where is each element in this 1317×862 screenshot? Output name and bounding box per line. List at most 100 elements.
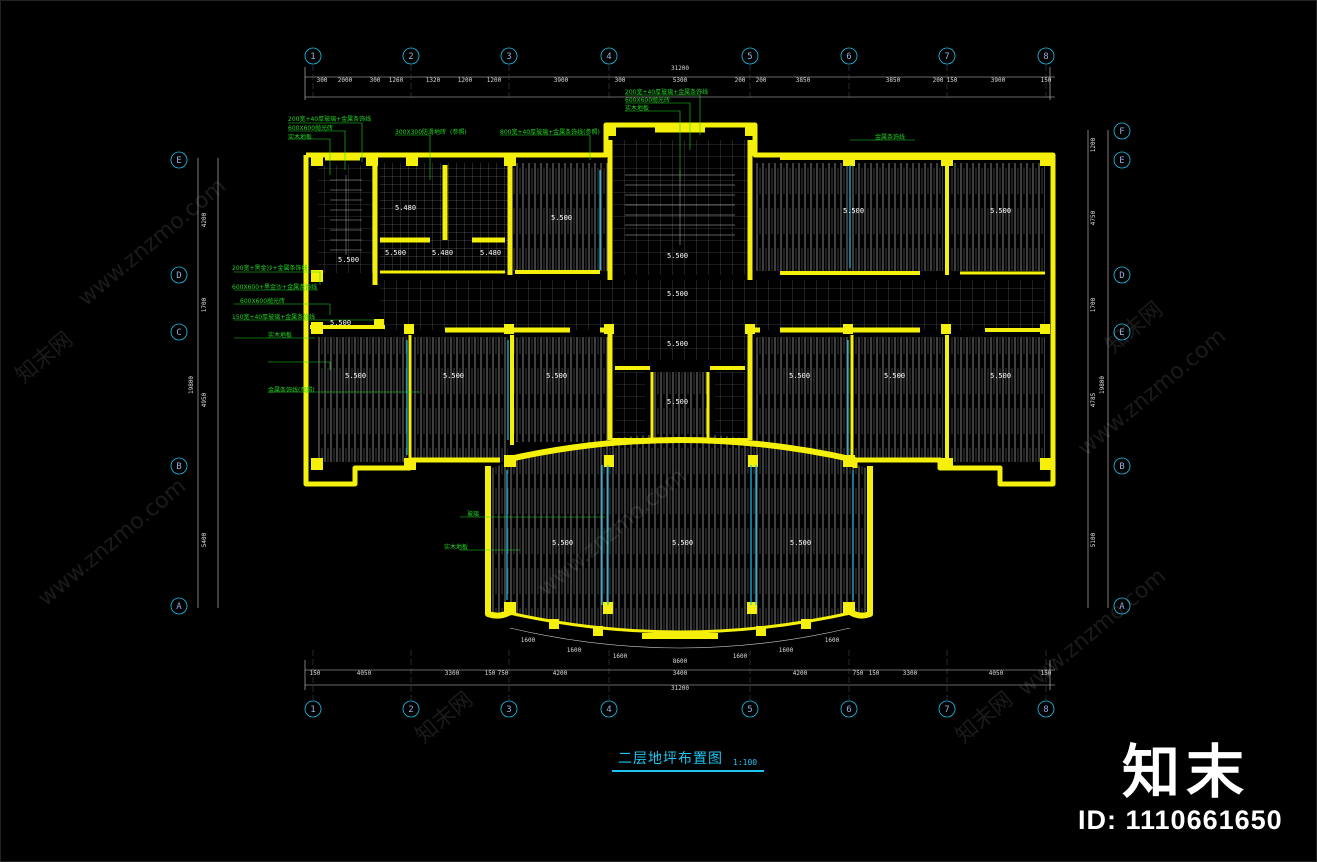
dim: 1600 (521, 637, 536, 644)
grid-label: D (1119, 271, 1124, 281)
top-dimension-lines (304, 67, 1055, 100)
dimension-texts-right: 1200 4750 1700 4785 5100 19800 (1090, 137, 1106, 547)
corridor (380, 280, 1045, 330)
grid-label: C (176, 328, 181, 338)
room-bottom-5 (755, 337, 850, 462)
elevation: 5.500 (345, 372, 366, 380)
dim: 150 (485, 670, 496, 677)
dim: 1200 (1090, 137, 1097, 152)
dim: 150 (310, 670, 321, 677)
annotation-texts: 200宽+40厚玻璃+金属条饰线 600X600抛光砖 实木地板 300X300… (232, 88, 905, 551)
grid-label: E (176, 156, 181, 166)
elevation: 5.500 (330, 319, 351, 327)
elevation: 5.500 (546, 372, 567, 380)
grid-label: 7 (944, 52, 949, 62)
grid-label: 3 (506, 705, 511, 715)
title-underline (612, 770, 764, 772)
dim: 3400 (673, 670, 688, 677)
arc-dimension-texts: 1600 1600 1600 1600 1600 1600 (509, 627, 851, 660)
dim: 1600 (779, 647, 794, 654)
annotation: 800宽+40厚玻璃+金属条饰线(参照) (500, 128, 600, 136)
grid-label: E (1119, 156, 1124, 166)
grid-label: 6 (846, 705, 851, 715)
dim: 3850 (886, 77, 901, 84)
dim-total-left: 19800 (188, 376, 195, 394)
elevation: 5.500 (843, 207, 864, 215)
dim: 150 (1041, 670, 1052, 677)
grid-label: A (1119, 602, 1125, 612)
room-bottom-2 (413, 337, 508, 462)
dim: 1600 (825, 637, 840, 644)
arc-hall (492, 434, 866, 631)
dim: 3850 (796, 77, 811, 84)
dim: 1200 (458, 77, 473, 84)
annotation: 150宽+40厚玻璃+金属条饰线 (232, 313, 315, 321)
annotation: 金属条饰线 (875, 133, 905, 141)
elevation: 5.500 (443, 372, 464, 380)
elevation: 5.500 (667, 252, 688, 260)
grid-bubbles-left (170, 151, 188, 615)
room-bottom-7 (950, 337, 1045, 462)
central-stair (613, 140, 748, 275)
grid-label: E (1119, 328, 1124, 338)
columns (311, 124, 1052, 636)
annotation: 实木地板 (268, 331, 292, 339)
dim-total-top: 31200 (671, 65, 689, 72)
dim: 4750 (1090, 210, 1097, 225)
elevation: 5.500 (667, 290, 688, 298)
dim: 1200 (487, 77, 502, 84)
dimension-texts-top: 31200 300 2000 300 1260 1320 1200 1200 3… (317, 65, 1052, 84)
grid-labels-left: E D C B A (176, 156, 182, 612)
room-top-3 (513, 163, 608, 271)
elevation: 5.480 (432, 249, 453, 257)
dim: 4050 (989, 670, 1004, 677)
grid-label: F (1119, 127, 1124, 137)
dim: 4785 (1090, 392, 1097, 407)
grid-label: 3 (506, 52, 511, 62)
grid-label: 5 (747, 52, 752, 62)
room-top-7 (950, 163, 1045, 271)
room-bottom-3 (513, 337, 608, 442)
room-bottom-1 (318, 337, 408, 462)
dim: 300 (317, 77, 328, 84)
dim: 1260 (389, 77, 404, 84)
elevation: 5.500 (667, 340, 688, 348)
annotation: 实木地板 (288, 133, 312, 141)
grid-label: A (176, 602, 182, 612)
grid-axis-lines (312, 65, 1047, 700)
dim: 300 (615, 77, 626, 84)
annotation-leaders (234, 94, 915, 551)
elevation: 5.500 (990, 207, 1011, 215)
dim: 5300 (673, 77, 688, 84)
dim: 150 (869, 670, 880, 677)
grid-label: 1 (310, 705, 315, 715)
floor-areas (318, 140, 1045, 631)
dim: 5100 (1090, 532, 1097, 547)
drawing-scale: 1:100 (733, 758, 758, 767)
room-small-b (650, 372, 710, 437)
annotation: 200宽+40厚玻璃+金属条饰线 (625, 88, 708, 96)
dim: 3300 (445, 670, 460, 677)
dim-total-bottom: 31200 (671, 685, 689, 692)
grid-label: 2 (408, 705, 413, 715)
bottom-dimension-lines (304, 660, 1055, 690)
dim: 1320 (426, 77, 441, 84)
dim: 1700 (201, 297, 208, 312)
glass-lines (406, 165, 854, 605)
dim: 750 (498, 670, 509, 677)
room-small-a (615, 372, 645, 437)
side-dimension-lines (197, 130, 1109, 608)
grid-label: 6 (846, 52, 851, 62)
elevation: 5.500 (667, 398, 688, 406)
room-bottom-6 (855, 337, 943, 462)
dim: 200 (756, 77, 767, 84)
elevation: 5.480 (395, 204, 416, 212)
brand-logo: 知末 (1122, 738, 1251, 806)
grid-label: 7 (944, 705, 949, 715)
dim: 1600 (567, 647, 582, 654)
dim: 1700 (1090, 297, 1097, 312)
annotation: 实木地板 (625, 104, 649, 112)
annotation: (参照) (450, 128, 467, 136)
annotation: 600X600抛光砖 (625, 96, 670, 104)
